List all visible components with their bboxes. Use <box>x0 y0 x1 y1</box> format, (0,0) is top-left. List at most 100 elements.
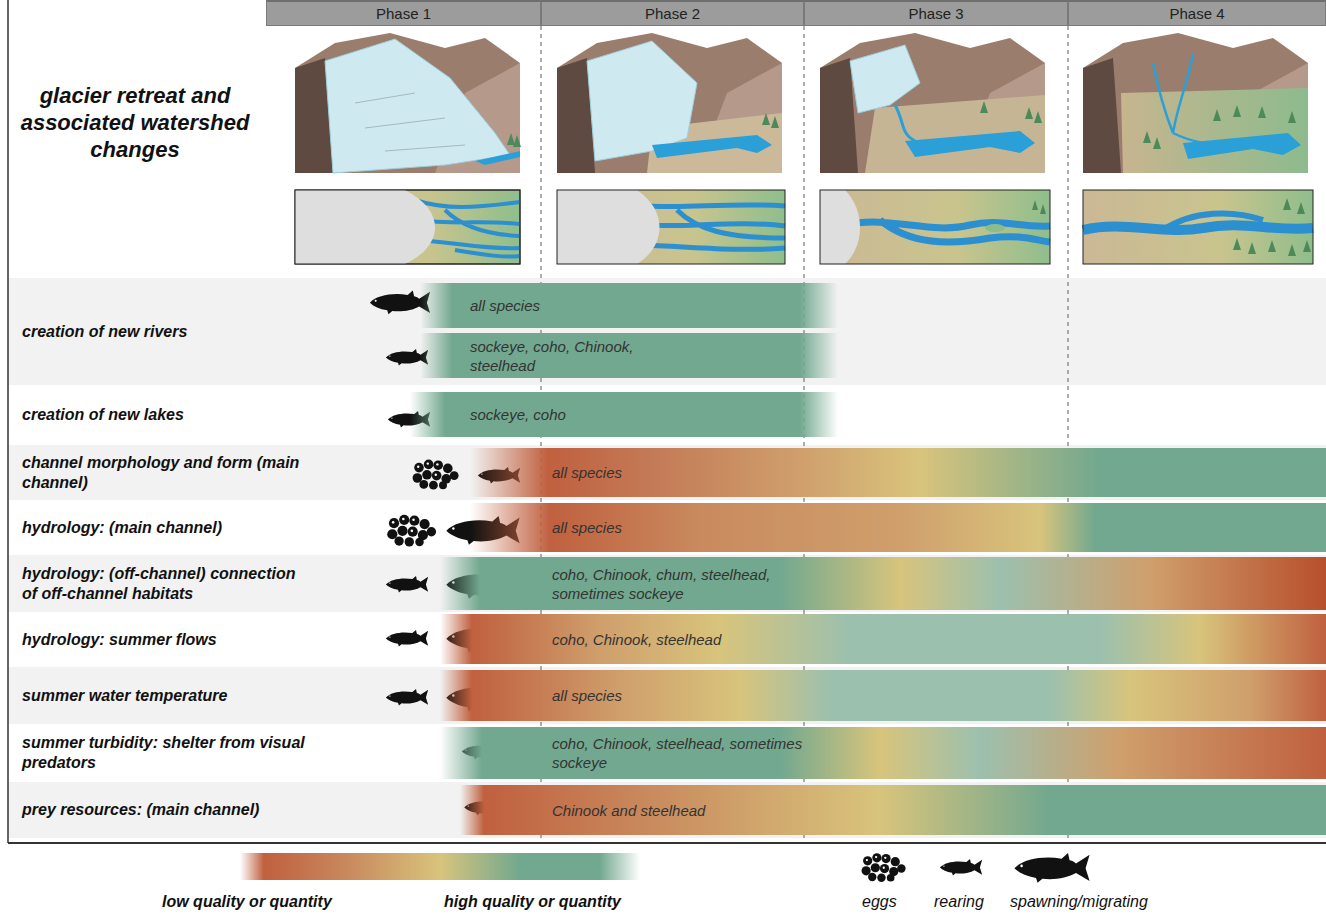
channel-map <box>557 190 785 264</box>
frame <box>8 842 1326 844</box>
channel-map <box>845 220 1050 242</box>
legend-icon <box>940 859 982 876</box>
channel-map <box>820 190 1050 264</box>
row-stripes <box>8 555 1326 612</box>
glacier-scene <box>557 33 782 173</box>
channel-map <box>295 190 520 264</box>
frame <box>7 0 9 843</box>
glacier-scene <box>1288 111 1296 123</box>
section-heading: glacier retreat and associated watershed… <box>20 82 250 163</box>
legend-icon <box>1014 853 1089 883</box>
glacier-scene <box>652 135 772 158</box>
phase-label: Phase 1 <box>376 5 431 22</box>
glacier-scene <box>865 95 1045 173</box>
species-label: sockeye, coho, Chinook, steelhead <box>470 337 685 375</box>
row-label: channel morphology and form (main channe… <box>22 453 312 493</box>
habitat-row: hydrology: summer flows coho, Chinook, st… <box>8 612 1326 667</box>
life-stage-icon <box>386 576 428 593</box>
row-label: summer turbidity: shelter from visual pr… <box>22 733 312 773</box>
phase-header: Phase 4 <box>1068 0 1326 26</box>
species-label: all species <box>552 463 852 482</box>
channel-map <box>1083 190 1313 264</box>
glacier-scene <box>1153 137 1161 149</box>
channel-map <box>1163 213 1263 230</box>
row-label: hydrology: (off-channel) connection of o… <box>22 564 312 604</box>
legend-icon <box>862 853 906 882</box>
glacier-scene <box>850 45 920 113</box>
channel-map <box>1288 244 1296 256</box>
quality-bar: all species <box>420 283 838 328</box>
life-stage-icon <box>387 515 436 547</box>
channel-map <box>1233 238 1241 250</box>
glacier-scene <box>980 101 988 113</box>
phase-header: Phase 3 <box>804 0 1068 26</box>
row-label: summer water temperature <box>22 686 312 706</box>
glacier-scene <box>1258 106 1266 118</box>
quality-bar: sockeye, coho <box>410 392 838 437</box>
channel-map <box>985 224 1005 232</box>
row-stripes <box>8 667 1326 724</box>
glacier-scene <box>355 93 465 151</box>
channel-map <box>1083 190 1313 264</box>
legend-swatch <box>440 853 640 880</box>
glacier-scene <box>762 113 770 125</box>
glacier-scene <box>1083 33 1308 173</box>
glacier-scene <box>762 113 779 128</box>
row-stripes <box>8 445 1326 500</box>
glacier-scene <box>295 33 521 173</box>
channel-map <box>1297 202 1305 214</box>
glacier-scene <box>820 33 1045 173</box>
channel-map <box>295 190 520 264</box>
legend-label: low quality or quantity <box>162 893 332 911</box>
glacier-scene <box>1213 109 1221 121</box>
legend-label: eggs <box>862 893 897 911</box>
habitat-row: creation of new rivers all species sockeye… <box>8 278 1326 385</box>
species-label: all species <box>552 518 852 537</box>
row-stripes <box>8 782 1326 838</box>
glacier-scene <box>771 116 779 128</box>
species-label: Chinook and steelhead <box>552 801 852 820</box>
row-label: hydrology: summer flows <box>22 630 312 650</box>
habitat-row: hydrology: (off-channel) connection of o… <box>8 555 1326 612</box>
habitat-row: summer turbidity: shelter from visual pr… <box>8 724 1326 782</box>
channel-map <box>1083 190 1313 264</box>
quality-bar: Chinook and steelhead <box>460 785 1326 835</box>
glacier-scene <box>1034 111 1042 123</box>
phase-header: Phase 2 <box>541 0 804 26</box>
channel-map <box>295 190 435 264</box>
glacier-scene <box>905 131 1035 157</box>
glacier-scene <box>507 133 515 145</box>
habitat-row: creation of new lakes sockeye, coho <box>8 385 1326 445</box>
species-label: all species <box>470 296 770 315</box>
channel-map <box>1032 200 1046 214</box>
row-stripes <box>8 278 1326 838</box>
quality-bar: coho, Chinook, steelhead, sometimes sock… <box>440 727 1326 779</box>
species-label: sockeye, coho <box>470 405 770 424</box>
row-label: creation of new rivers <box>22 322 312 342</box>
channel-map <box>820 190 1050 264</box>
phase-label: Phase 3 <box>908 5 963 22</box>
row-label: creation of new lakes <box>22 405 312 425</box>
channel-map <box>1268 240 1276 252</box>
quality-bar: all species <box>440 670 1326 721</box>
quality-bar: coho, Chinook, chum, steelhead, sometime… <box>440 557 1326 610</box>
legend-swatch <box>240 853 440 880</box>
legend-label: high quality or quantity <box>444 893 621 911</box>
glacier-scene <box>507 133 521 147</box>
channel-map <box>1283 198 1291 210</box>
row-stripes <box>8 278 1326 385</box>
glacier-scene <box>980 101 1042 123</box>
frame <box>8 0 1326 843</box>
species-label: coho, Chinook, steelhead <box>552 630 852 649</box>
quality-bar: coho, Chinook, steelhead <box>440 614 1326 664</box>
glacier-scene <box>1025 107 1033 119</box>
channel-map <box>1032 200 1038 210</box>
species-label: all species <box>552 686 852 705</box>
glacier-scene <box>557 33 782 173</box>
phase-label: Phase 2 <box>645 5 700 22</box>
glacier-scene <box>475 151 520 165</box>
phase-header: Phase 1 <box>266 0 541 26</box>
channel-map <box>1303 240 1311 252</box>
legend-label: spawning/migrating <box>1010 893 1148 911</box>
life-stage-icon <box>413 460 459 490</box>
